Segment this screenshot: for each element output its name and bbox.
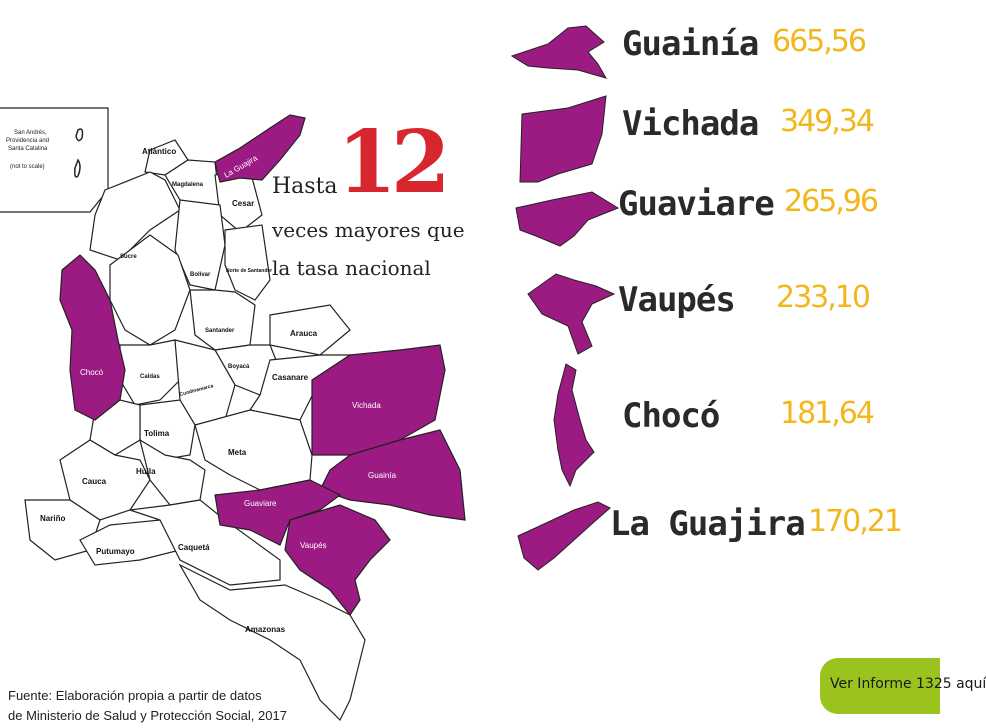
inset-label-4: (not to scale)	[10, 164, 45, 170]
dept-norte-santander	[224, 224, 271, 301]
dept-meta	[194, 409, 313, 491]
vichada-shape-icon	[519, 95, 607, 183]
map-label-cesar: Cesar	[232, 199, 254, 208]
map-label-guaviare: Guaviare	[244, 499, 277, 508]
report-button-clip: Ver Informe 1325 aquí	[820, 658, 986, 714]
dept-huila	[139, 438, 206, 506]
guaviare-shape-icon	[515, 191, 620, 247]
ranking-name: Guainía	[622, 24, 759, 64]
dept-sucre-cordoba	[89, 171, 181, 261]
dept-guainia	[319, 429, 466, 521]
map-label-atlantico: Atlántico	[142, 147, 176, 156]
dept-vaupes	[284, 504, 391, 617]
headline-number: 12	[337, 112, 451, 213]
map-label-narino: Nariño	[40, 514, 65, 523]
headline-prefix: Hasta	[272, 174, 338, 199]
ranking-name: Vaupés	[618, 280, 736, 320]
choco-shape-icon	[553, 363, 595, 488]
ranking-name: Guaviare	[618, 184, 775, 224]
inset-label-1: San Andrés,	[14, 130, 47, 136]
dept-arauca	[269, 304, 351, 356]
inset-island-1	[75, 128, 84, 142]
ranking-value: 349,34	[780, 104, 875, 139]
map-label-bolivar: Bolívar	[190, 272, 211, 278]
map-label-tolima: Tolima	[144, 429, 170, 438]
map-label-amazonas: Amazonas	[245, 625, 286, 634]
guainia-shape-icon	[510, 25, 608, 79]
source-note: Fuente: Elaboración propia a partir de d…	[8, 686, 287, 726]
vaupes-shape-icon	[527, 273, 616, 355]
map-label-sucre: Sucre	[120, 254, 137, 260]
dept-caqueta	[129, 499, 281, 586]
inset-label-2: Providencia and	[6, 138, 49, 144]
colombia-map: San Andrés, Providencia and Santa Catali…	[0, 107, 466, 722]
view-report-button[interactable]: Ver Informe 1325 aquí	[820, 658, 986, 714]
map-label-putumayo: Putumayo	[96, 547, 135, 556]
map-label-vichada: Vichada	[352, 401, 381, 410]
view-report-button-label: Ver Informe 1325 aquí	[830, 676, 986, 692]
map-label-magdalena: Magdalena	[172, 182, 204, 188]
inset-box	[0, 107, 109, 213]
inset-island-2	[74, 158, 81, 178]
ranking-value: 233,10	[776, 280, 871, 315]
dept-la-guajira	[214, 114, 306, 183]
headline-line-3: la tasa nacional	[272, 256, 431, 280]
ranking-value: 265,96	[784, 184, 879, 219]
map-label-arauca: Arauca	[290, 329, 318, 338]
ranking-name: Vichada	[622, 104, 759, 144]
map-label-norte-santander: Norte de Santander	[226, 268, 272, 274]
map-label-santander: Santander	[205, 328, 235, 334]
ranking-value: 665,56	[772, 24, 867, 59]
la-guajira-shape-icon	[517, 501, 611, 571]
map-label-vaupes: Vaupés	[300, 541, 327, 550]
source-line-1: Fuente: Elaboración propia a partir de d…	[8, 688, 262, 703]
map-label-meta: Meta	[228, 448, 247, 457]
dept-choco	[59, 254, 126, 421]
map-label-huila: Huila	[136, 467, 156, 476]
map-label-caldas: Caldas	[140, 374, 160, 380]
map-white-departments	[24, 139, 366, 722]
map-label-guainia: Guainía	[368, 471, 397, 480]
ranking-name: Chocó	[622, 396, 720, 436]
dept-antioquia	[109, 234, 191, 346]
ranking-value: 181,64	[780, 396, 875, 431]
dept-santander	[189, 289, 256, 351]
dept-vichada	[311, 344, 446, 456]
inset-label-3: Santa Catalina	[8, 146, 48, 152]
source-line-2: de Ministerio de Salud y Protección Soci…	[8, 708, 287, 723]
headline-line-2: veces mayores que	[272, 218, 465, 242]
map-label-cauca: Cauca	[82, 477, 107, 486]
dept-caldas-risaralda	[119, 339, 181, 406]
ranking-name: La Guajira	[610, 504, 806, 544]
map-highlight-departments	[59, 114, 466, 617]
map-label-choco: Chocó	[80, 368, 104, 377]
ranking-value: 170,21	[808, 504, 903, 539]
map-label-boyaca: Boyacá	[228, 364, 250, 370]
dept-amazonas	[178, 563, 366, 722]
map-label-caqueta: Caquetá	[178, 543, 210, 552]
map-label-casanare: Casanare	[272, 373, 309, 382]
